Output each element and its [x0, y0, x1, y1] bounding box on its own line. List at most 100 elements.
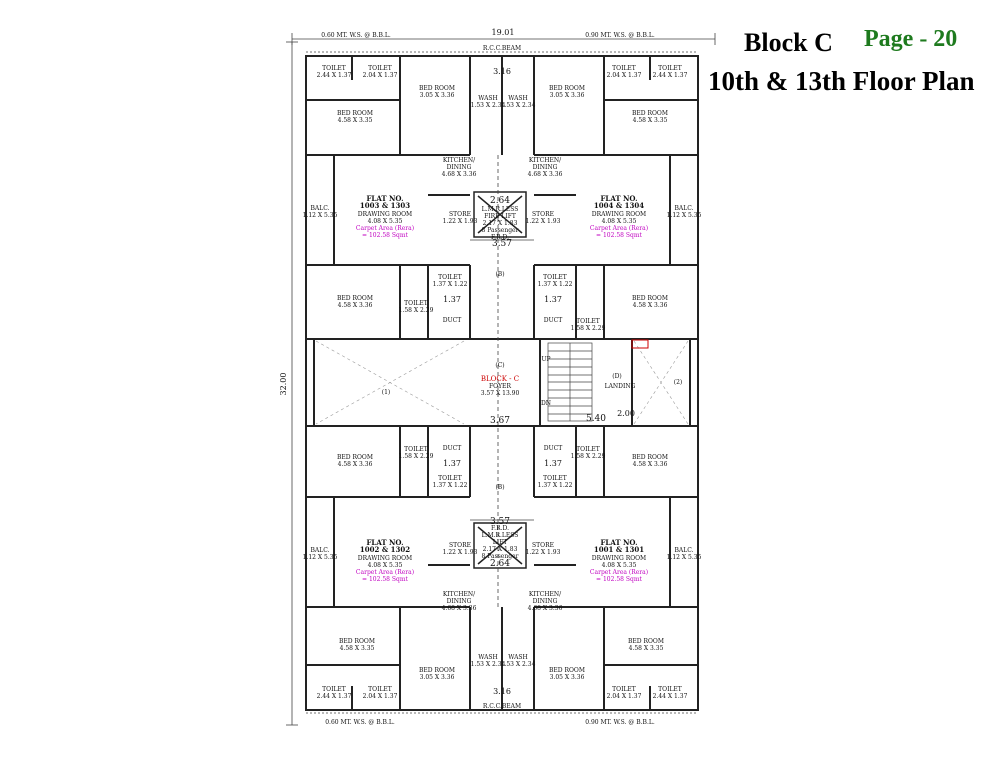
void-1: (1)	[382, 389, 391, 396]
carpet-area-label: Carpet Area (Rera)	[356, 225, 414, 232]
kitchen-size: 4.68 X 3.36	[528, 605, 563, 612]
flat-numbers: 1002 & 1302	[360, 545, 410, 554]
toilet-size: 1.58 X 2.29	[571, 453, 606, 460]
toilet-label: TOILET	[543, 274, 567, 281]
balcony-label: BALC.	[310, 205, 329, 212]
kitchen-label: KITCHEN/	[529, 591, 562, 598]
toilet-size: 2.44 X 1.37	[317, 693, 352, 700]
wash-label: WASH	[478, 95, 498, 102]
bedroom-size: 3.05 X 3.36	[550, 674, 585, 681]
carpet-area-value: = 102.58 Sqmt	[362, 232, 408, 239]
dim-316: 3.16	[493, 67, 511, 76]
wash-label: WASH	[508, 654, 528, 661]
margin-top-left: 0.60 MT. W.S. @ B.B.L.	[321, 32, 391, 39]
corridor-lines	[470, 155, 534, 607]
overall-width: 19.01	[492, 28, 515, 37]
drawing-room-label: DRAWING ROOM	[358, 555, 412, 562]
staircase	[547, 342, 593, 422]
drawing-room-label: DRAWING ROOM	[358, 211, 412, 218]
bedroom-label: BED ROOM	[632, 110, 668, 117]
wash-size: 1.53 X 2.34	[471, 102, 506, 109]
foyer-size: 3.57 X 13.90	[481, 390, 520, 397]
toilet-label: TOILET	[438, 274, 462, 281]
bedroom-label: BED ROOM	[337, 295, 373, 302]
dining-label: DINING	[533, 164, 558, 171]
toilet-size: 1.37 X 1.22	[433, 482, 468, 489]
kitchen-size: 4.68 X 3.36	[442, 171, 477, 178]
frd-label: F.R.D.	[491, 525, 509, 532]
dimension-lines	[286, 33, 716, 726]
balcony-size: 1.12 X 5.35	[667, 212, 702, 219]
store-label: STORE	[449, 542, 471, 549]
bedroom-size: 4.58 X 3.35	[338, 117, 373, 124]
lift-label: L.M.R.LESS	[482, 206, 519, 213]
stair-down: DN	[541, 400, 551, 407]
balcony-label: BALC.	[674, 205, 693, 212]
balcony-label: BALC.	[674, 547, 693, 554]
dim-540: 5.40	[586, 414, 606, 424]
bedroom-label: BED ROOM	[339, 638, 375, 645]
toilet-label: TOILET	[543, 475, 567, 482]
carpet-area-label: Carpet Area (Rera)	[590, 569, 648, 576]
dining-label: DINING	[533, 598, 558, 605]
bedroom-label: BED ROOM	[628, 638, 664, 645]
kitchen-size: 4.68 X 3.36	[442, 605, 477, 612]
drawing-room-label: DRAWING ROOM	[592, 211, 646, 218]
flat-no-label: FLAT NO.	[366, 538, 403, 547]
drawing-room-size: 4.08 X 5.35	[368, 218, 403, 225]
store-label: STORE	[449, 211, 471, 218]
stair-marker	[631, 339, 649, 349]
flat-no-label: FLAT NO.	[366, 194, 403, 203]
toilet-label: TOILET	[658, 65, 682, 72]
bedroom-label: BED ROOM	[549, 85, 585, 92]
flat-no-label: FLAT NO.	[600, 194, 637, 203]
mark-d: (D)	[612, 373, 622, 380]
carpet-area-value: = 102.58 Sqmt	[362, 576, 408, 583]
bedroom-size: 3.05 X 3.36	[420, 92, 455, 99]
dim-137: 1.37	[443, 295, 461, 304]
dim-137: 1.37	[443, 459, 461, 468]
dim-357: 3.57	[492, 239, 512, 249]
flat-numbers: 1003 & 1303	[360, 201, 410, 210]
foyer-voids	[315, 340, 689, 425]
balcony-size: 1.12 X 5.35	[303, 554, 338, 561]
toilet-label: TOILET	[368, 686, 392, 693]
balcony-label: BALC.	[310, 547, 329, 554]
bedroom-label: BED ROOM	[337, 110, 373, 117]
toilet-size: 2.44 X 1.37	[317, 72, 352, 79]
mark-c: (C)	[495, 362, 504, 369]
margin-top-right: 0.90 MT. W.S. @ B.B.L.	[585, 32, 655, 39]
stair-up: UP	[541, 356, 550, 363]
drawing-room-size: 4.08 X 5.35	[602, 218, 637, 225]
beam-top: R.C.C.BEAM	[483, 45, 521, 52]
foyer-title: BLOCK - C	[481, 375, 519, 383]
bedroom-size: 4.58 X 3.35	[633, 117, 668, 124]
bedroom-size: 4.58 X 3.35	[340, 645, 375, 652]
kitchen-size: 4.68 X 3.36	[528, 171, 563, 178]
walls	[305, 55, 699, 711]
duct-label: DUCT	[544, 317, 562, 324]
void-2: (2)	[674, 379, 683, 386]
toilet-label: TOILET	[576, 318, 600, 325]
bedroom-size: 3.05 X 3.36	[550, 92, 585, 99]
bedroom-size: 4.58 X 3.36	[338, 461, 373, 468]
beam-bottom: R.C.C.BEAM	[483, 703, 521, 710]
toilet-label: TOILET	[576, 446, 600, 453]
lift-shafts	[473, 191, 527, 569]
carpet-area-value: = 102.58 Sqmt	[596, 576, 642, 583]
dim-367: 3.67	[490, 416, 510, 426]
plan-labels: 19.01 0.60 MT. W.S. @ B.B.L. 0.90 MT. W.…	[279, 28, 702, 726]
kitchen-label: KITCHEN/	[443, 157, 476, 164]
drawing-room-size: 4.08 X 5.35	[368, 562, 403, 569]
margin-bottom-right: 0.90 MT. W.S. @ B.B.L.	[585, 719, 655, 726]
page-number: Page - 20	[864, 26, 958, 52]
wash-size: 1.53 X 2.34	[501, 102, 536, 109]
toilet-label: TOILET	[404, 300, 428, 307]
dim-137: 1.37	[544, 459, 562, 468]
toilet-label: TOILET	[612, 65, 636, 72]
foyer-label: FOYER	[489, 383, 511, 390]
store-label: STORE	[532, 211, 554, 218]
bedroom-label: BED ROOM	[419, 667, 455, 674]
kitchen-label: KITCHEN/	[443, 591, 476, 598]
